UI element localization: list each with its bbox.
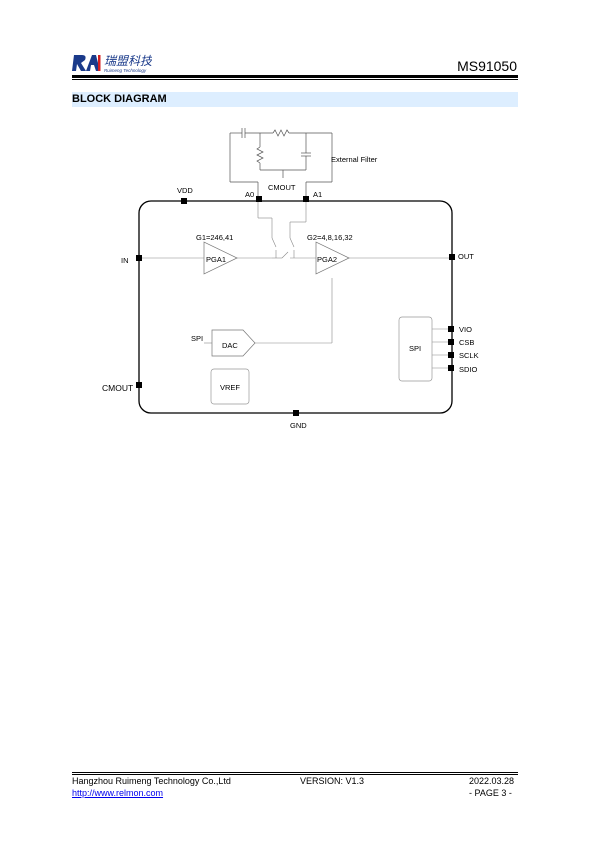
a0-label: A0 <box>245 190 254 199</box>
cmout-pin <box>136 382 142 388</box>
dac-block <box>211 329 256 357</box>
internal-wiring <box>142 202 450 369</box>
vdd-pin <box>181 198 187 204</box>
section-title: BLOCK DIAGRAM <box>72 93 167 105</box>
footer-company: Hangzhou Ruimeng Technology Co.,Ltd <box>72 776 231 786</box>
logo-subtext: Ruimeng Technology <box>104 68 147 73</box>
sdio-label: SDIO <box>459 365 478 374</box>
in-pin <box>136 255 142 261</box>
company-logo: 瑞盟科技 Ruimeng Technology <box>72 54 152 73</box>
footer-url-link[interactable]: http://www.relmon.com <box>72 788 164 798</box>
vdd-label: VDD <box>177 186 193 195</box>
dac-label: DAC <box>222 341 238 350</box>
spi-block-label: SPI <box>409 344 421 353</box>
footer-rule <box>72 772 518 773</box>
external-filter-network <box>229 128 333 198</box>
sdio-pin <box>448 365 454 371</box>
csb-pin <box>448 339 454 345</box>
out-pin <box>449 254 455 260</box>
a1-pin <box>303 196 309 202</box>
section-bar <box>72 92 518 107</box>
footer-page: - PAGE 3 - <box>469 788 512 798</box>
sclk-pin <box>448 352 454 358</box>
external-filter-label: External Filter <box>331 155 378 164</box>
cmout-left-label: CMOUT <box>102 383 133 393</box>
cmout-top-label: CMOUT <box>268 183 296 192</box>
in-label: IN <box>121 256 129 265</box>
g2-gain-label: G2=4,8,16,32 <box>307 233 353 242</box>
pga1-amplifier <box>203 241 238 275</box>
footer-rule-thin <box>72 774 518 775</box>
a0-pin <box>256 196 262 202</box>
footer-date: 2022.03.28 <box>469 776 515 786</box>
document-title: MS91050 <box>457 58 517 74</box>
gnd-label: GND <box>290 421 307 430</box>
a1-label: A1 <box>313 190 322 199</box>
spi-block <box>398 316 433 382</box>
header-rule <box>72 75 518 78</box>
gnd-pin <box>293 410 299 416</box>
g1-gain-label: G1=246,41 <box>196 233 233 242</box>
spi-input-label: SPI <box>191 334 203 343</box>
vref-block <box>210 368 250 405</box>
csb-label: CSB <box>459 338 474 347</box>
pga2-amplifier <box>315 241 350 275</box>
out-label: OUT <box>458 252 474 261</box>
pga2-label: PGA2 <box>317 255 337 264</box>
sclk-label: SCLK <box>459 351 479 360</box>
pga1-label: PGA1 <box>206 255 226 264</box>
vio-label: VIO <box>459 325 472 334</box>
vio-pin <box>448 326 454 332</box>
logo-text: 瑞盟科技 <box>104 54 152 68</box>
vref-label: VREF <box>220 383 240 392</box>
header-rule-thin <box>72 79 518 80</box>
footer-version: VERSION: V1.3 <box>300 776 365 786</box>
